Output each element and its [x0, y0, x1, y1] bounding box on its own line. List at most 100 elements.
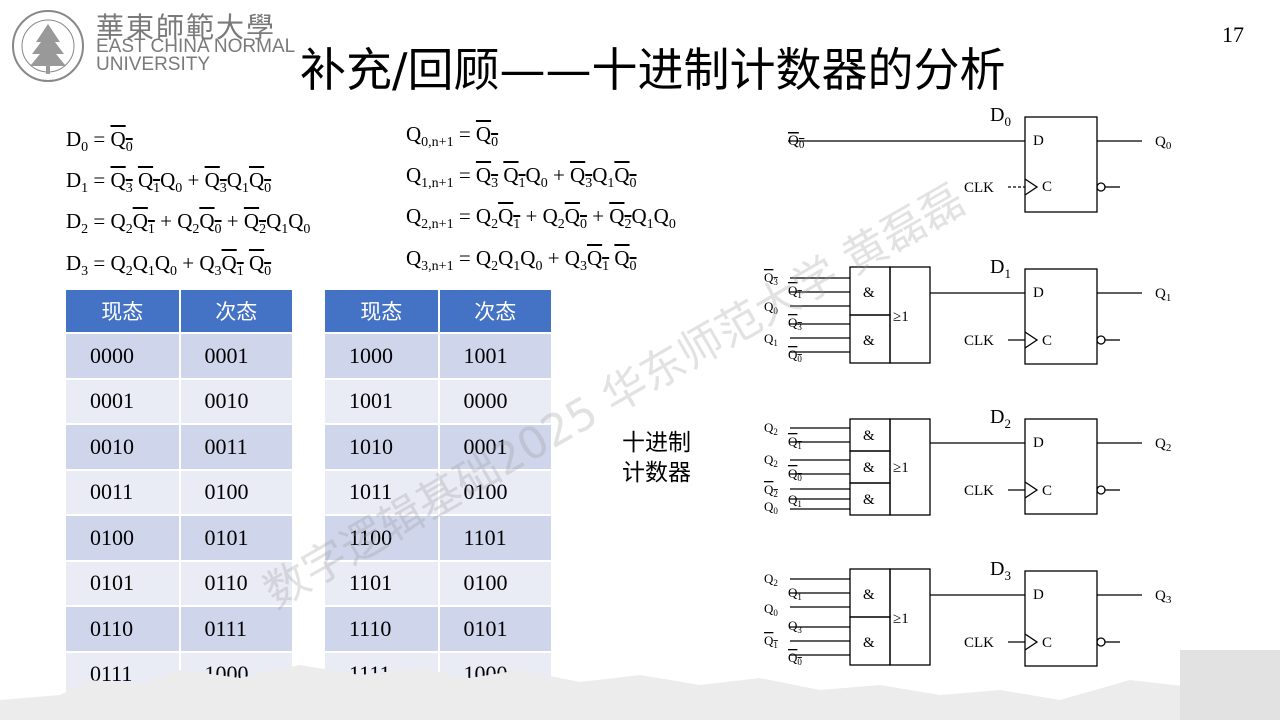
- svg-text:≥1: ≥1: [893, 611, 909, 627]
- svg-text:CLK: CLK: [964, 333, 994, 349]
- page-number: 17: [1222, 22, 1244, 47]
- next-state-cell: 0110: [179, 559, 294, 606]
- present-state-cell: 0101: [66, 559, 181, 606]
- svg-text:D2: D2: [990, 406, 1011, 431]
- svg-text:Q1: Q1: [788, 434, 802, 451]
- svg-text:&: &: [863, 428, 875, 444]
- next-state-cell: 0001: [438, 423, 553, 470]
- svg-text:Q1: Q1: [1155, 286, 1171, 304]
- next-state-cell: 0101: [438, 605, 553, 652]
- svg-text:&: &: [863, 635, 875, 651]
- svg-text:D: D: [1033, 285, 1044, 301]
- logo-chinese-name: 華東師範大學: [96, 11, 277, 44]
- next-state-cell: 0001: [179, 332, 294, 379]
- excitation-equations: D0 = Q0 D1 = Q3 Q1Q0 + Q3Q1Q0 D2 = Q2Q1 …: [66, 123, 310, 288]
- next-state-cell: 0101: [179, 514, 294, 561]
- svg-text:C: C: [1042, 483, 1052, 499]
- svg-text:&: &: [863, 285, 875, 301]
- svg-text:Q2: Q2: [764, 420, 778, 437]
- equation-q0: Q0,n+1 = Q0: [406, 122, 499, 151]
- present-state-cell: 1011: [325, 468, 440, 515]
- svg-text:D: D: [1033, 587, 1044, 603]
- svg-text:C: C: [1042, 333, 1052, 349]
- next-state-cell: 0100: [438, 559, 553, 606]
- present-state-cell: 1100: [325, 514, 440, 561]
- svg-text:Q2: Q2: [1155, 436, 1171, 454]
- present-state-cell: 1000: [325, 332, 440, 379]
- ff0-c-pin: C: [1042, 179, 1052, 195]
- svg-text:Q1: Q1: [788, 492, 802, 509]
- equation-d2: D2 = Q2Q1 + Q2Q0 + Q2Q1Q0: [66, 209, 311, 238]
- present-state-cell: 0110: [66, 605, 181, 652]
- svg-text:&: &: [863, 492, 875, 508]
- svg-text:D0: D0: [990, 104, 1011, 129]
- column-header-present: 现态: [325, 290, 440, 333]
- svg-text:C: C: [1042, 635, 1052, 651]
- svg-text:Q2: Q2: [764, 571, 778, 588]
- svg-text:Q0: Q0: [764, 499, 778, 516]
- column-header-next: 次态: [179, 290, 294, 333]
- svg-text:CLK: CLK: [964, 635, 994, 651]
- svg-text:&: &: [863, 460, 875, 476]
- next-state-cell: 0100: [438, 468, 553, 515]
- svg-text:D3: D3: [990, 558, 1011, 583]
- column-header-present: 现态: [66, 290, 181, 333]
- next-state-cell: 0011: [179, 423, 294, 470]
- column-header-next: 次态: [438, 290, 553, 333]
- next-state-cell: 1001: [438, 332, 553, 379]
- svg-text:Q0: Q0: [788, 466, 802, 483]
- equation-d1: D1 = Q3 Q1Q0 + Q3Q1Q0: [66, 168, 272, 197]
- flip-flop-1: D1 D C CLK Q1 & & ≥1 Q3 Q1 Q0 Q3 Q1 Q0: [764, 256, 1171, 365]
- equation-q3: Q3,n+1 = Q2Q1Q0 + Q3Q1 Q0: [406, 245, 637, 274]
- logo-en-line1: EAST CHINA NORMAL: [96, 36, 296, 57]
- logo-english-name: EAST CHINA NORMAL UNIVERSITY: [96, 36, 296, 74]
- svg-text:Q2: Q2: [764, 482, 778, 499]
- present-state-cell: 1101: [325, 559, 440, 606]
- present-state-cell: 1001: [325, 377, 440, 424]
- present-state-cell: 0010: [66, 423, 181, 470]
- table-header-row: 现态 次态: [325, 290, 553, 333]
- svg-text:Q0: Q0: [764, 601, 778, 618]
- svg-text:Q0: Q0: [788, 133, 805, 151]
- present-state-cell: 1010: [325, 423, 440, 470]
- svg-text:CLK: CLK: [964, 483, 994, 499]
- svg-text:Q3: Q3: [1155, 588, 1172, 606]
- flip-flop-2: D2 D C CLK Q2 & & & ≥1 Q2 Q1 Q2 Q0 Q2 Q1…: [764, 406, 1171, 516]
- flip-flop-0: D0 D C Q0 CLK Q0: [788, 104, 1172, 213]
- svg-text:≥1: ≥1: [893, 309, 909, 325]
- next-state-cell: 1101: [438, 514, 553, 561]
- equation-d3: D3 = Q2Q1Q0 + Q3Q1 Q0: [66, 250, 272, 279]
- present-state-cell: 0100: [66, 514, 181, 561]
- svg-text:&: &: [863, 587, 875, 603]
- svg-text:≥1: ≥1: [893, 460, 909, 476]
- label-line1: 十进制: [622, 430, 691, 456]
- svg-text:Q0: Q0: [788, 347, 802, 364]
- slide-title: 补充/回顾——十进制计数器的分析: [300, 43, 1006, 97]
- equation-q1: Q1,n+1 = Q3 Q1Q0 + Q3Q1Q0: [406, 163, 637, 192]
- state-equations: Q0,n+1 = Q0 Q1,n+1 = Q3 Q1Q0 + Q3Q1Q0 Q2…: [406, 118, 676, 283]
- next-state-cell: 0010: [179, 377, 294, 424]
- label-line2: 计数器: [622, 460, 691, 486]
- svg-text:Q2: Q2: [764, 452, 778, 469]
- next-state-cell: 0100: [179, 468, 294, 515]
- counter-circuit-diagram: D0 D C Q0 CLK Q0 D1 D C CLK Q1 & & ≥1: [764, 104, 1172, 667]
- next-state-cell: 0000: [438, 377, 553, 424]
- svg-text:Q1: Q1: [788, 585, 802, 602]
- svg-text:D: D: [1033, 435, 1044, 451]
- svg-text:Q3: Q3: [788, 618, 802, 635]
- next-state-cell: 0111: [179, 605, 294, 652]
- present-state-cell: 0000: [66, 332, 181, 379]
